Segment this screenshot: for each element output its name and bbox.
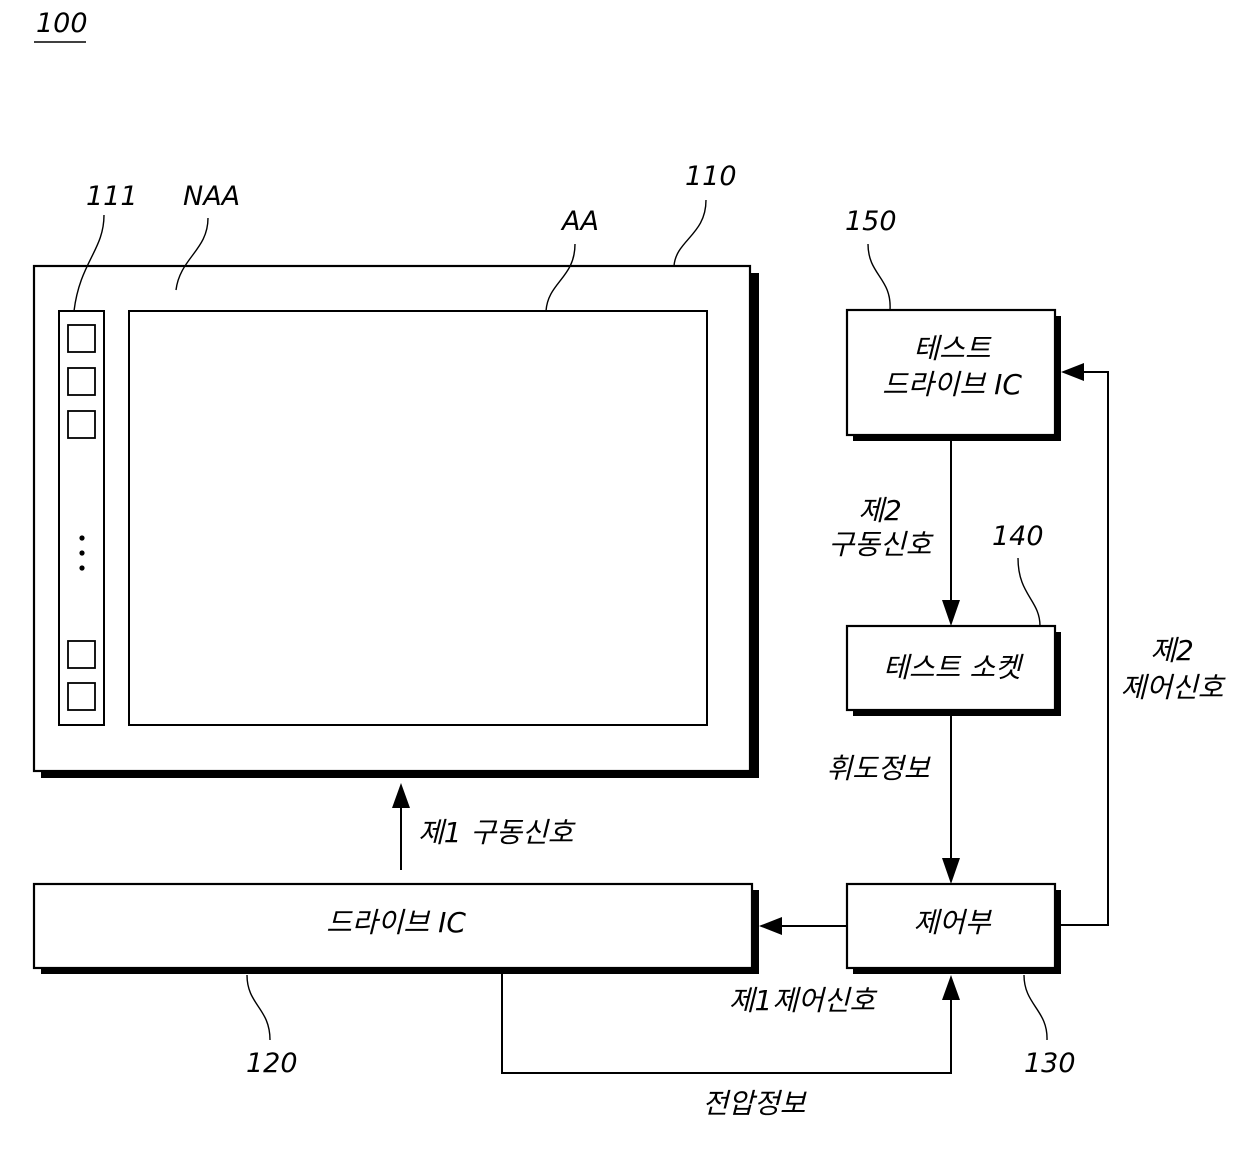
- drive-ic-label: 드라이브 IC: [326, 906, 466, 939]
- pad: [68, 641, 95, 668]
- voltage-info-line: [502, 974, 951, 1073]
- pad: [68, 368, 95, 395]
- ref-label-naa: NAA: [183, 181, 240, 212]
- luminance-info-label: 휘도정보: [826, 752, 930, 785]
- second-drive-signal-arrowhead: [942, 600, 960, 626]
- ref-label-test-drive-ic: 150: [845, 206, 897, 237]
- pad: [68, 683, 95, 710]
- figure-ref-label: 100: [36, 8, 88, 39]
- voltage-info-arrowhead: [942, 975, 960, 1000]
- leader-test-socket: [1018, 558, 1040, 626]
- controller-label: 제어부: [913, 906, 992, 939]
- test-drive-ic-label-line1: 테스트: [913, 332, 992, 365]
- ref-label-panel: 110: [685, 161, 737, 192]
- leader-test-drive-ic: [868, 244, 890, 310]
- leader-controller: [1024, 975, 1047, 1040]
- second-control-signal-label-line1: 제2: [1150, 634, 1194, 667]
- first-drive-signal-label: 제1 구동신호: [418, 816, 576, 849]
- ref-label-test-socket: 140: [992, 521, 1044, 552]
- voltage-info-label: 전압정보: [702, 1087, 806, 1120]
- second-control-signal-label-line2: 제어신호: [1120, 671, 1225, 704]
- ref-label-controller: 130: [1024, 1048, 1076, 1079]
- active-area: [129, 311, 707, 725]
- first-control-signal-arrowhead: [759, 917, 782, 935]
- ellipsis-dot: [79, 550, 84, 555]
- second-control-signal-arrowhead: [1061, 363, 1084, 381]
- pad: [68, 325, 95, 352]
- test-drive-ic-label-line2: 드라이브 IC: [882, 368, 1022, 401]
- ref-label-pad-column: 111: [86, 181, 138, 212]
- pad-column: [59, 311, 104, 725]
- luminance-info-arrowhead: [942, 858, 960, 884]
- second-drive-signal-label-line2: 구동신호: [828, 528, 933, 561]
- leader-panel: [674, 200, 706, 266]
- pad: [68, 411, 95, 438]
- second-control-signal-line: [1061, 372, 1108, 925]
- ref-label-drive-ic: 120: [246, 1048, 298, 1079]
- second-drive-signal-label-line1: 제2: [858, 494, 902, 527]
- ellipsis-dot: [79, 565, 84, 570]
- ref-label-aa: AA: [560, 206, 599, 237]
- test-socket-label: 테스트 소켓: [883, 651, 1024, 684]
- first-control-signal-label: 제1제어신호: [729, 984, 878, 1017]
- first-drive-signal-arrowhead: [392, 783, 410, 808]
- ellipsis-dot: [79, 535, 84, 540]
- leader-drive-ic: [247, 975, 270, 1040]
